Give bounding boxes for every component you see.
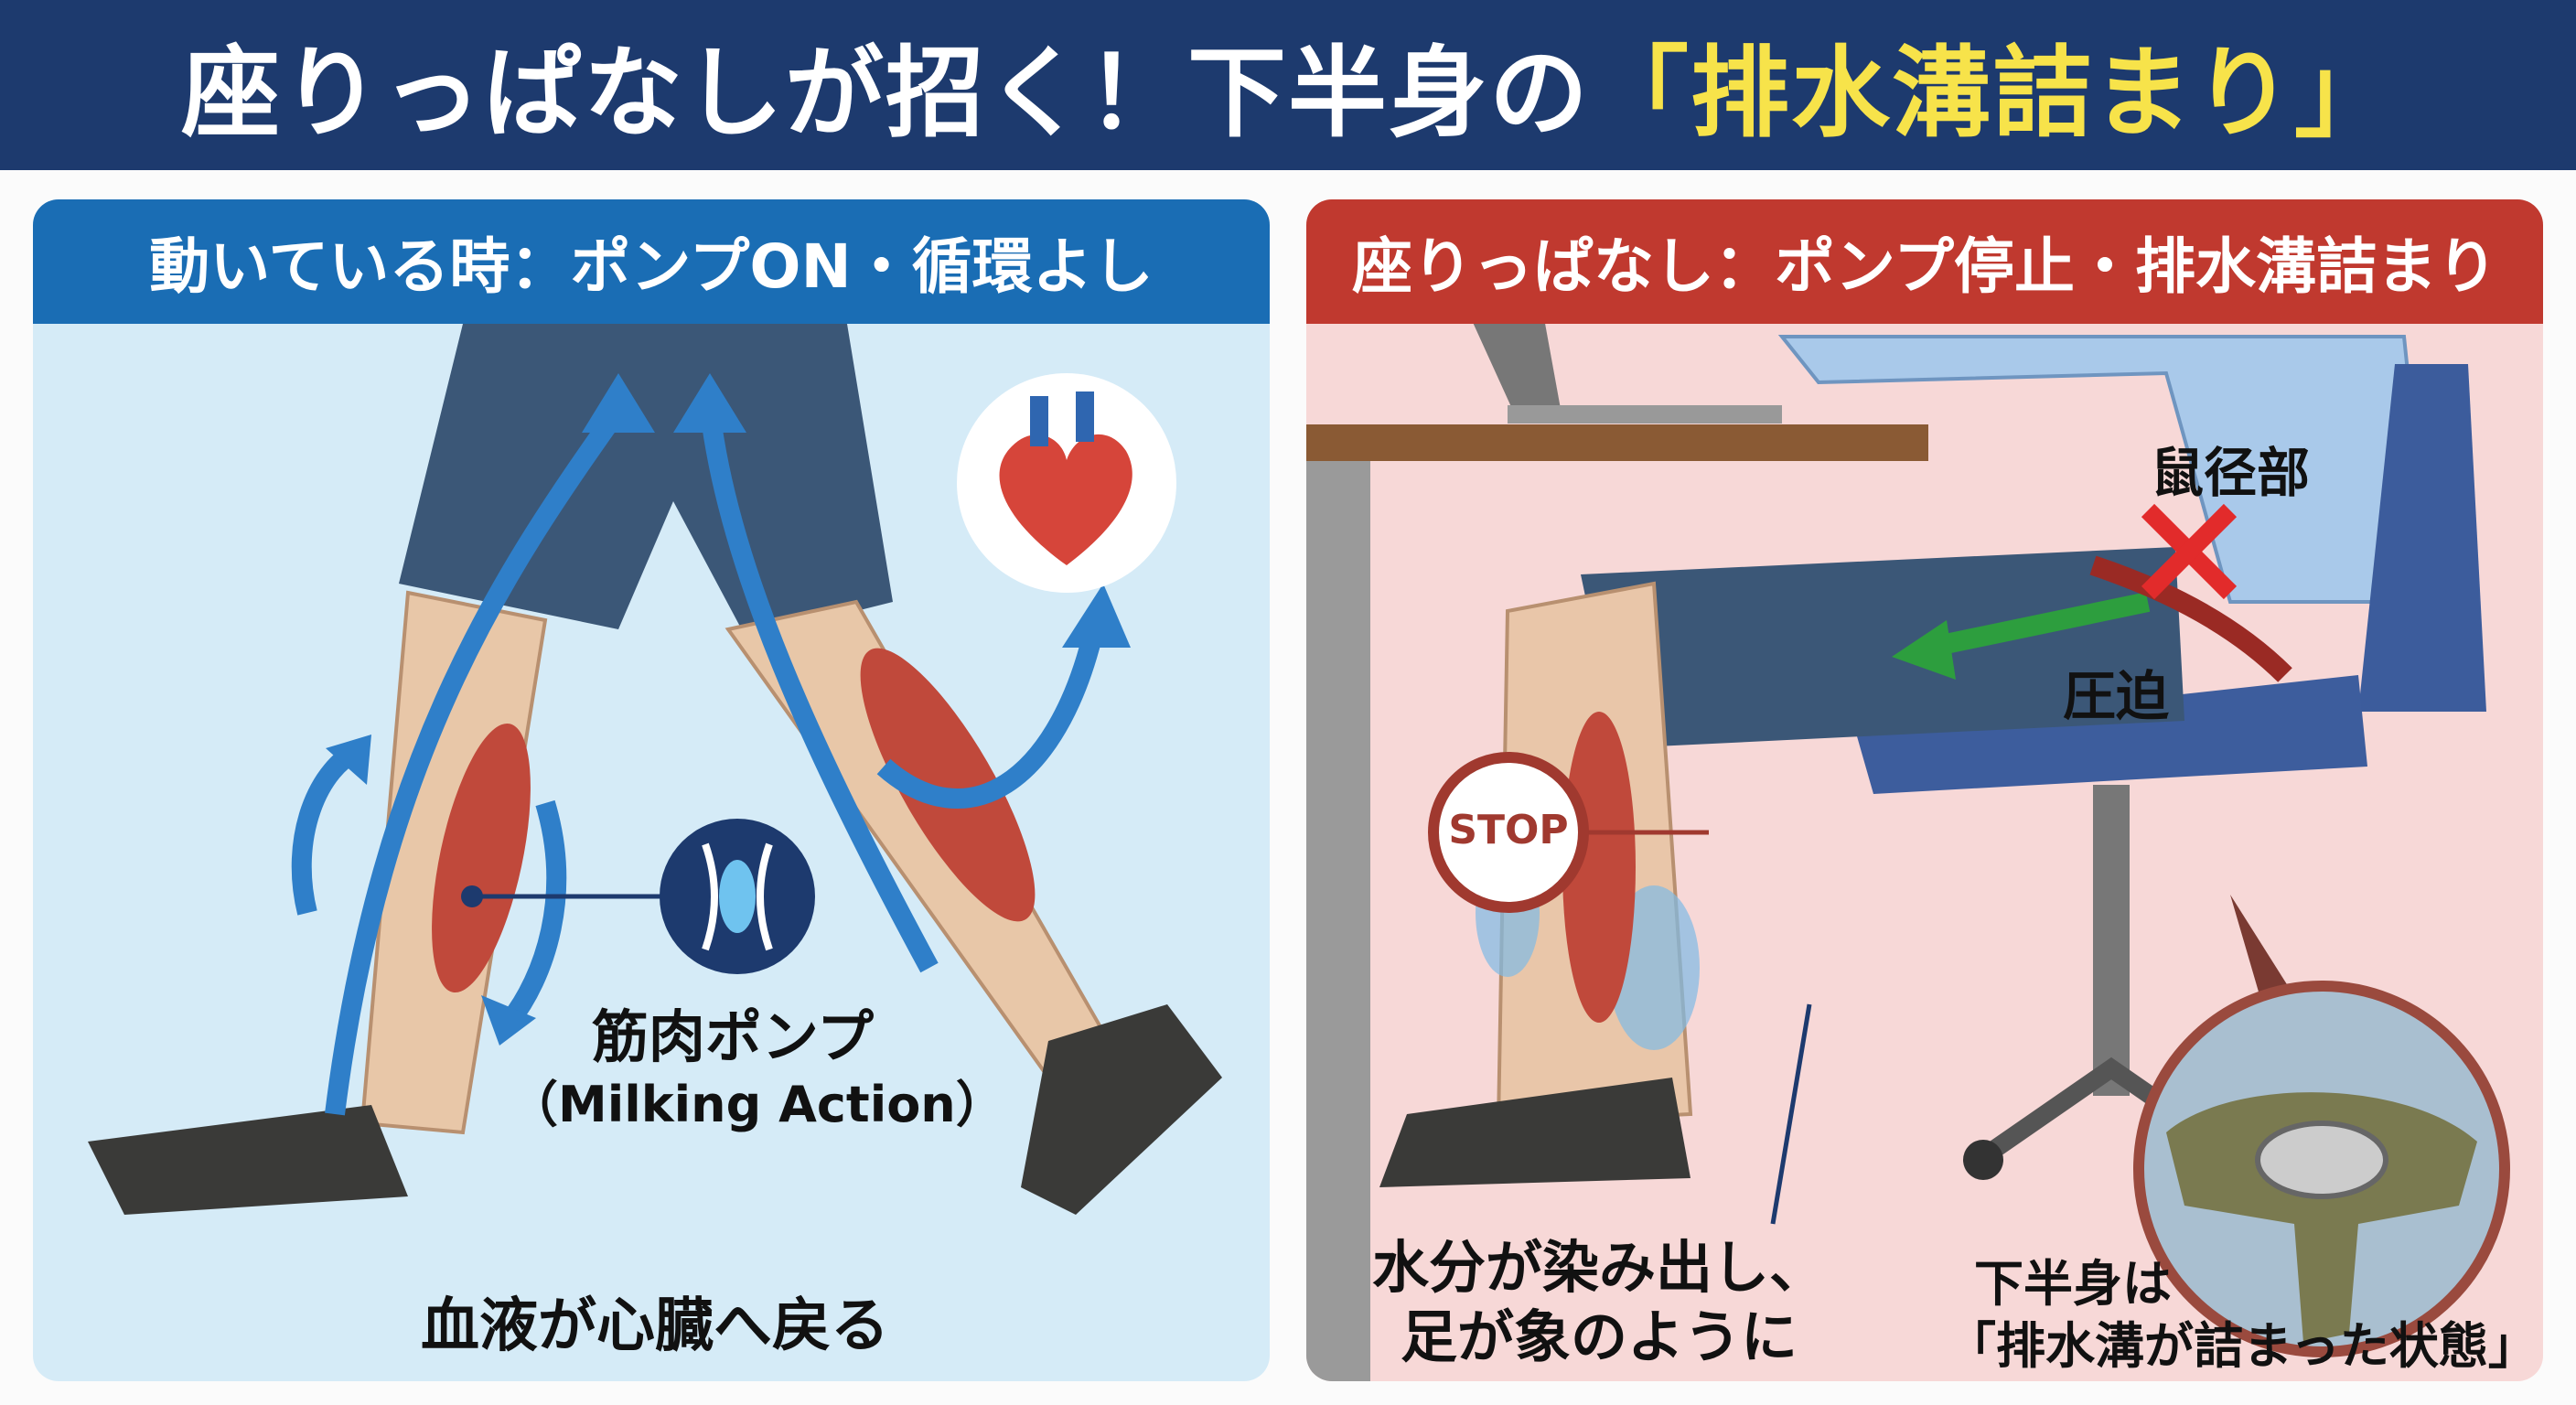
up-arrow-icon <box>291 403 1104 1116</box>
groin-label: 鼠径部 <box>2150 442 2310 504</box>
muscle-pump-label: 筋肉ポンプ <box>591 1003 875 1070</box>
title-highlight: 「排水溝詰まり」 <box>1590 37 2396 151</box>
chair-seat <box>1855 675 2367 794</box>
page-title: 座りっぱなしが招く！下半身の「排水溝詰まり」 <box>181 14 2395 156</box>
heart-icon <box>999 434 1132 565</box>
moving-panel: 動いている時：ポンプON・循環よし 筋肉ポンプ （Milking Action）… <box>33 199 1270 1381</box>
shirt <box>1777 335 2434 604</box>
moving-heading: 動いている時：ポンプON・循環よし <box>33 199 1270 324</box>
calf-muscle <box>1562 712 1636 1023</box>
shoe <box>1379 1078 1690 1187</box>
milking-action-label: （Milking Action） <box>509 1076 1005 1133</box>
compression-arrow <box>1892 620 1956 680</box>
title-banner: 座りっぱなしが招く！下半身の「排水溝詰まり」 <box>0 0 2576 170</box>
shorts <box>399 324 893 638</box>
compression-label: 圧迫 <box>2062 665 2169 727</box>
right-shoe <box>1021 1004 1222 1215</box>
desk <box>1306 424 1928 461</box>
right-calf-muscle <box>860 648 1036 922</box>
drain-caption-line: 「排水溝が詰まった状態」 <box>1947 1317 2538 1375</box>
stop-sign <box>1428 752 1589 913</box>
sitting-heading: 座りっぱなし：ポンプ停止・排水溝詰まり <box>1306 199 2543 324</box>
swelling-caption-line: 足が象のように <box>1400 1303 1798 1370</box>
walking-legs-illustration <box>88 324 1222 1215</box>
title-prefix: 座りっぱなしが招く！下半身の <box>180 37 1590 151</box>
chair-back <box>2358 364 2486 712</box>
shorts <box>1581 547 2184 748</box>
swelling-caption: 水分が染み出し、 足が象のように <box>1343 1233 1855 1372</box>
x-mark-icon <box>2141 503 2238 600</box>
left-calf-muscle <box>432 723 531 993</box>
laptop <box>1471 318 1562 419</box>
drain-caption: 下半身は 「排水溝が詰まった状態」 <box>1947 1253 2538 1378</box>
swelling-caption-line: 水分が染み出し、 <box>1371 1234 1826 1301</box>
stop-label: STOP <box>1448 807 1569 853</box>
blood-returns-caption: 血液が心臓へ戻る <box>421 1292 889 1360</box>
drain-caption-line: 下半身は <box>1974 1255 2172 1313</box>
sitting-illustration <box>1306 318 2510 1381</box>
left-shoe <box>88 1105 408 1215</box>
sitting-panel: 座りっぱなし：ポンプ停止・排水溝詰まり STOP 鼠径部 圧迫 水分が染み出し、… <box>1306 199 2543 1381</box>
